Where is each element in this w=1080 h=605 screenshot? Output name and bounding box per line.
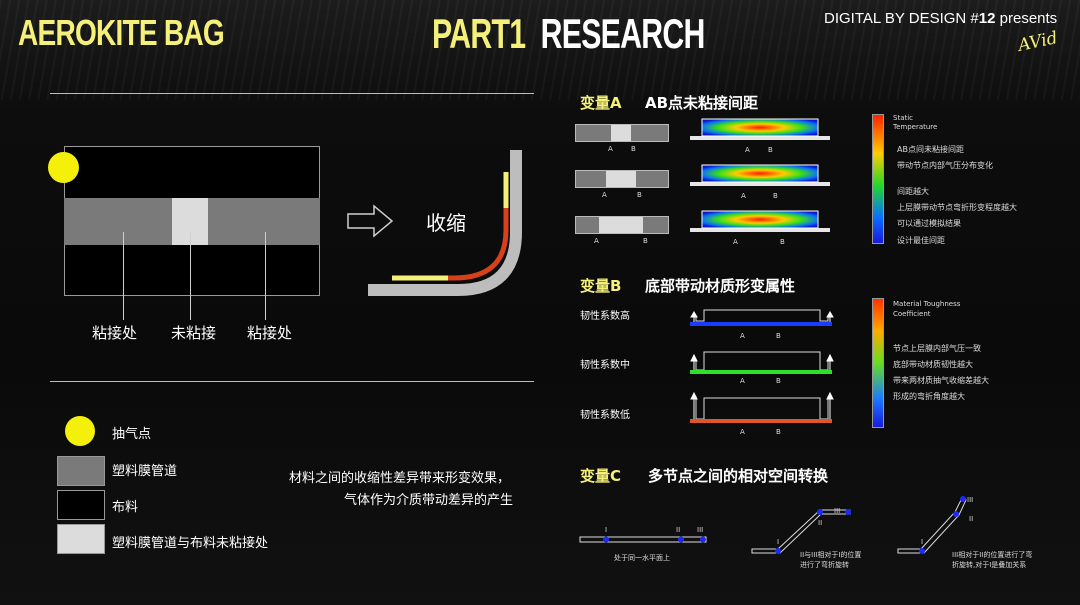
var-a-note-1: AB点间未粘接间距 bbox=[897, 145, 964, 154]
label-bonded-2: 粘接处 bbox=[247, 324, 293, 342]
legend-label-fabric: 布料 bbox=[112, 500, 139, 515]
legend-swatch-film bbox=[57, 456, 105, 486]
pointer-line-2 bbox=[190, 232, 191, 320]
legend-dot-icon bbox=[65, 416, 95, 446]
var-b-note-4: 形成的弯折角度越大 bbox=[893, 392, 965, 401]
svg-text:II: II bbox=[818, 519, 822, 527]
series-credit: DIGITAL BY DESIGN #12 presents bbox=[824, 10, 1057, 27]
legend-swatch-fabric bbox=[57, 490, 105, 520]
var-a-gap-2 bbox=[606, 171, 636, 187]
part-number: PART1 bbox=[432, 10, 526, 57]
credit-suffix: presents bbox=[995, 10, 1058, 27]
var-a-label-b3: B bbox=[643, 237, 648, 245]
svg-text:III: III bbox=[967, 496, 973, 504]
var-b-note-1: 节点上层膜内部气压一致 bbox=[893, 344, 981, 353]
svg-text:A: A bbox=[740, 332, 745, 340]
var-a-heatmaps: A B A B A B bbox=[690, 118, 830, 246]
legend-swatch-unbonded bbox=[57, 524, 105, 554]
var-a-label-a2: A bbox=[602, 191, 607, 199]
var-b-note-3: 带来两材质抽气收缩差越大 bbox=[893, 376, 989, 385]
svg-text:A: A bbox=[741, 192, 746, 200]
var-b-row-label-2: 韧性系数中 bbox=[580, 360, 630, 371]
divider-bottom bbox=[50, 381, 534, 382]
var-b-colorbar-title-1: Material Toughness bbox=[893, 300, 961, 308]
arrow-right-icon bbox=[347, 204, 394, 238]
label-shrink: 收缩 bbox=[426, 211, 466, 235]
pointer-line-1 bbox=[123, 232, 124, 320]
var-b-colorbar bbox=[872, 298, 884, 428]
var-c-caption-1: 处于同一水平面上 bbox=[614, 554, 670, 562]
var-b-colorbar-title-2: Coefficient bbox=[893, 310, 931, 318]
svg-text:B: B bbox=[768, 146, 773, 154]
legend-label-suction: 抽气点 bbox=[112, 427, 152, 442]
var-c-caption-2a: II与III相对于I的位置 bbox=[800, 551, 862, 559]
svg-text:B: B bbox=[776, 332, 781, 340]
note-line-2: 气体作为介质带动差异的产生 bbox=[344, 493, 514, 508]
svg-text:A: A bbox=[740, 428, 745, 436]
var-a-label-b1: B bbox=[631, 145, 636, 153]
bent-tube-diagram bbox=[368, 150, 522, 296]
svg-text:II: II bbox=[676, 526, 680, 534]
svg-text:A: A bbox=[733, 238, 738, 246]
var-b-tag: 变量B bbox=[580, 277, 622, 295]
credit-number: 12 bbox=[978, 10, 996, 27]
label-unbonded: 未粘接 bbox=[171, 324, 217, 342]
var-c-caption-3b: 折旋转,对于I是叠加关系 bbox=[952, 561, 1027, 569]
var-b-title: 底部带动材质形变属性 bbox=[645, 277, 796, 295]
pointer-line-3 bbox=[265, 232, 266, 320]
note-line-1: 材料之间的收缩性差异带来形变效果， bbox=[289, 471, 511, 486]
var-a-label-a3: A bbox=[594, 237, 599, 245]
var-b-row-label-1: 韧性系数高 bbox=[580, 311, 630, 322]
var-a-label-a1: A bbox=[608, 145, 613, 153]
legend-label-unbonded: 塑料膜管道与布料未粘接处 bbox=[112, 536, 269, 551]
var-c-caption-2b: 进行了弯折旋转 bbox=[800, 561, 849, 569]
part-title: PART1 RESEARCH bbox=[432, 10, 705, 58]
var-a-colorbar-title-2: Temperature bbox=[893, 123, 938, 131]
var-a-title: AB点未粘接间距 bbox=[645, 94, 759, 112]
var-a-note-3: 间距越大 bbox=[897, 187, 929, 196]
svg-text:I: I bbox=[777, 538, 779, 546]
var-a-label-b2: B bbox=[637, 191, 642, 199]
var-a-colorbar-title-1: Static bbox=[893, 114, 914, 122]
var-a-note-4: 上层膜带动节点弯折形变程度越大 bbox=[897, 203, 1017, 212]
svg-text:II: II bbox=[969, 515, 973, 523]
var-a-note-5: 可以通过模拟结果 bbox=[897, 219, 961, 228]
svg-text:A: A bbox=[740, 377, 745, 385]
label-bonded-1: 粘接处 bbox=[92, 324, 138, 342]
var-a-gap-3 bbox=[599, 217, 643, 233]
part-word: RESEARCH bbox=[540, 10, 706, 57]
var-b-note-2: 底部带动材质韧性越大 bbox=[893, 360, 973, 369]
svg-text:III: III bbox=[834, 507, 840, 515]
var-a-colorbar bbox=[872, 114, 884, 244]
var-a-note-2: 带动节点内部气压分布变化 bbox=[897, 161, 993, 170]
svg-text:A: A bbox=[745, 146, 750, 154]
var-b-row-label-3: 韧性系数低 bbox=[580, 410, 630, 421]
var-c-node-diagrams: I II III I II III I II III bbox=[579, 496, 973, 554]
var-c-caption-3a: III相对于II的位置进行了弯 bbox=[952, 551, 1033, 559]
var-b-deformation-diagrams: A B A B A B bbox=[690, 309, 834, 436]
svg-text:B: B bbox=[773, 192, 778, 200]
svg-text:B: B bbox=[776, 377, 781, 385]
var-a-gap-1 bbox=[611, 125, 631, 141]
var-c-title: 多节点之间的相对空间转换 bbox=[648, 467, 829, 485]
page-title: AEROKITE BAG bbox=[18, 12, 225, 53]
credit-prefix: DIGITAL BY DESIGN # bbox=[824, 10, 979, 27]
svg-text:I: I bbox=[605, 526, 607, 534]
svg-text:B: B bbox=[776, 428, 781, 436]
legend-label-film: 塑料膜管道 bbox=[112, 464, 178, 479]
divider-top bbox=[50, 93, 534, 94]
svg-text:III: III bbox=[697, 526, 703, 534]
var-a-note-6: 设计最佳间距 bbox=[897, 236, 945, 245]
suction-point-dot bbox=[48, 152, 79, 183]
var-c-tag: 变量C bbox=[580, 467, 622, 485]
svg-text:I: I bbox=[921, 538, 923, 546]
var-a-tag: 变量A bbox=[580, 94, 622, 112]
svg-text:B: B bbox=[780, 238, 785, 246]
